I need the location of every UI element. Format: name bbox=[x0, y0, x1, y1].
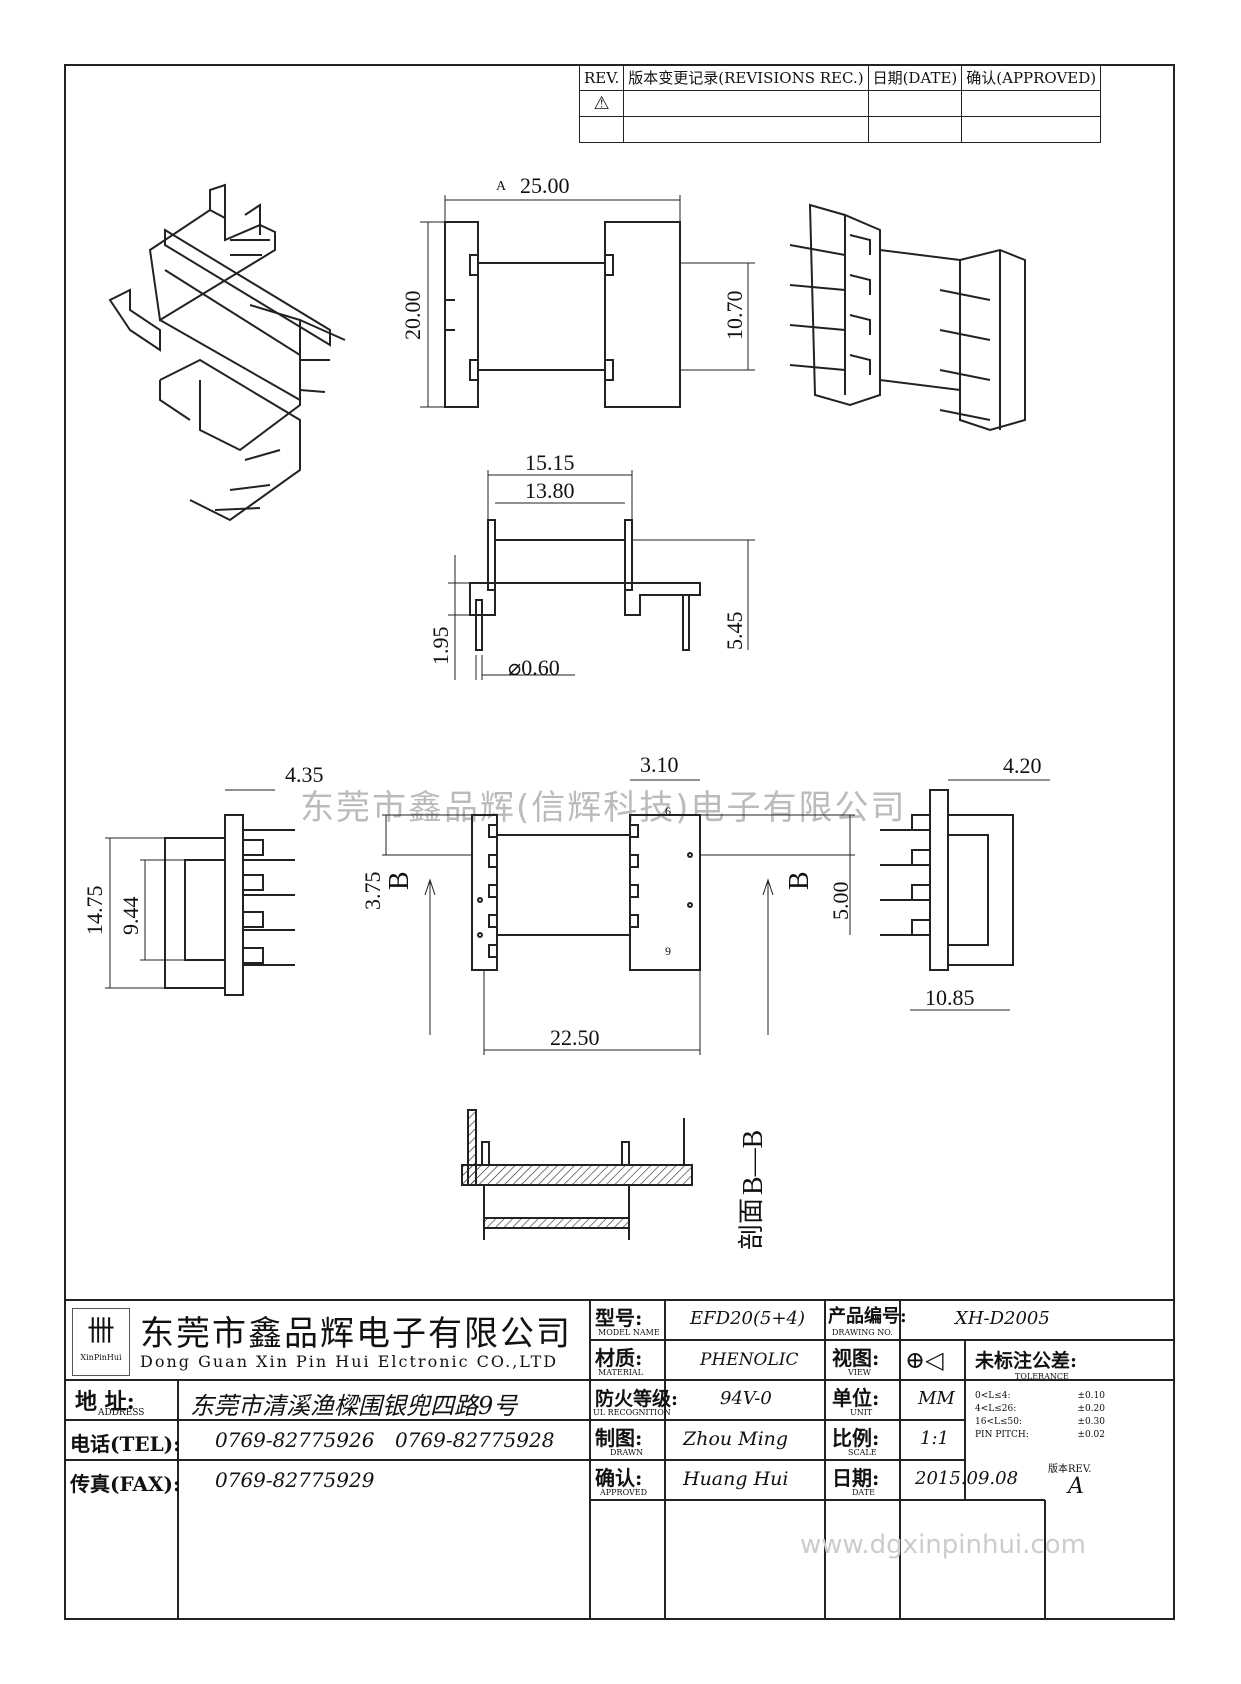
isometric-view-right bbox=[789, 203, 1026, 432]
watermark: 东莞市鑫品辉(信辉科技)电子有限公司 bbox=[300, 788, 907, 828]
ul-label: 防火等级: bbox=[595, 1388, 679, 1410]
date-label: 日期: bbox=[832, 1466, 880, 1490]
drawn-value: Zhou Ming bbox=[683, 1428, 789, 1450]
view-label-en: VIEW bbox=[848, 1368, 871, 1377]
dim-o: 22.50 bbox=[550, 1025, 600, 1050]
logo-glyph-icon: 卌 bbox=[86, 1314, 115, 1347]
scale-label-en: SCALE bbox=[848, 1448, 877, 1457]
section-mark-right: B bbox=[784, 871, 815, 890]
section-caption: 剖面 bbox=[737, 1198, 766, 1250]
revision-header-row: REV. 版本变更记录(REVISIONS REC.) 日期(DATE) 确认(… bbox=[578, 64, 1102, 91]
tolerance-list: 0<L≤4:±0.10 4<L≤26:±0.20 16<L≤50:±0.30 P… bbox=[975, 1390, 1105, 1442]
section-mark-left: B bbox=[384, 871, 415, 890]
dim-n: 5.00 bbox=[828, 882, 853, 921]
fax-value: 0769-82775929 bbox=[215, 1468, 375, 1492]
dim-l2: 10.85 bbox=[925, 985, 975, 1010]
address-value: 东莞市清溪渔樑围银兜四路9号 bbox=[190, 1392, 518, 1420]
date-label-en: DATE bbox=[852, 1488, 875, 1497]
pin-number-bottom: 9 bbox=[665, 944, 671, 958]
material-label-en: MATERIAL bbox=[598, 1368, 643, 1377]
dim-e: 13.80 bbox=[525, 478, 575, 503]
watermark-url: www.dgxinpinhui.com bbox=[800, 1530, 1086, 1560]
material-value: PHENOLIC bbox=[700, 1350, 799, 1370]
dim-p: 3.75 bbox=[360, 872, 385, 911]
model-label: 型号: bbox=[595, 1306, 643, 1330]
revision-row bbox=[578, 116, 1102, 143]
company-logo: 卌 XinPinHui bbox=[72, 1308, 130, 1376]
unit-value: MM bbox=[918, 1388, 955, 1409]
dim-g: ⌀0.60 bbox=[508, 655, 560, 680]
scale-label: 比例: bbox=[832, 1426, 880, 1450]
drawing-no-value: XH-D2005 bbox=[955, 1308, 1050, 1329]
tolerance-label-en: TOLERANCE bbox=[1015, 1372, 1069, 1381]
bottom-view bbox=[382, 779, 855, 1055]
tel-label: 电话(TEL): bbox=[70, 1432, 181, 1456]
tolerance-row: 0<L≤4:±0.10 bbox=[975, 1391, 1105, 1401]
tolerance-row: PIN PITCH:±0.02 bbox=[975, 1430, 1105, 1440]
top-view bbox=[420, 195, 755, 408]
rev-label: 版本REV. bbox=[1048, 1464, 1092, 1475]
dim-f: 1.95 bbox=[428, 627, 453, 666]
approved-value: Huang Hui bbox=[683, 1468, 789, 1490]
tolerance-row: 16<L≤50:±0.30 bbox=[975, 1417, 1105, 1427]
projection-symbol-icon: ⊕◁ bbox=[905, 1346, 944, 1374]
revisions-header: 版本变更记录(REVISIONS REC.) bbox=[623, 64, 869, 91]
rev-value: A bbox=[1068, 1474, 1084, 1499]
dim-i: 4.35 bbox=[285, 762, 324, 787]
tel-1: 0769-82775926 bbox=[215, 1428, 375, 1452]
dim-d: 15.15 bbox=[525, 450, 575, 475]
tolerance-label: 未标注公差: bbox=[975, 1350, 1078, 1372]
tel-2: 0769-82775928 bbox=[395, 1428, 555, 1452]
unit-label: 单位: bbox=[832, 1386, 880, 1410]
logo-text: XinPinHui bbox=[80, 1353, 122, 1362]
drawing-no-label-en: DRAWING NO. bbox=[832, 1328, 893, 1337]
dim-h: 5.45 bbox=[722, 612, 747, 651]
side-view bbox=[448, 470, 755, 680]
pin-number-top: 6 bbox=[665, 804, 671, 818]
address-label: 地 址: bbox=[75, 1389, 135, 1415]
drawing-no-label: 产品编号: bbox=[828, 1306, 907, 1327]
unit-label-en: UNIT bbox=[850, 1408, 873, 1417]
ul-value: 94V-0 bbox=[720, 1388, 772, 1409]
scale-value: 1:1 bbox=[920, 1428, 949, 1449]
material-label: 材质: bbox=[595, 1346, 643, 1370]
dim-k: 9.44 bbox=[118, 897, 143, 936]
dim-c: 10.70 bbox=[722, 291, 747, 341]
model-label-en: MODEL NAME bbox=[598, 1328, 660, 1337]
isometric-view-left bbox=[108, 183, 346, 522]
dim-m: 3.10 bbox=[640, 752, 679, 777]
right-end-view bbox=[880, 779, 1050, 1011]
dim-letter-a: A bbox=[496, 179, 507, 194]
revision-table: REV. 版本变更记录(REVISIONS REC.) 日期(DATE) 确认(… bbox=[578, 64, 1102, 143]
section-title: B—B bbox=[738, 1130, 769, 1195]
company-name-cn: 东莞市鑫品辉电子有限公司 bbox=[140, 1314, 572, 1354]
dim-a: 25.00 bbox=[520, 173, 570, 198]
company-name-en: Dong Guan Xin Pin Hui Elctronic CO.,LTD bbox=[140, 1352, 559, 1371]
tolerance-row: 4<L≤26:±0.20 bbox=[975, 1404, 1105, 1414]
drawn-label: 制图: bbox=[595, 1426, 643, 1450]
section-b-b bbox=[461, 1109, 693, 1240]
fax-label: 传真(FAX): bbox=[70, 1472, 181, 1496]
date-value: 2015.09.08 bbox=[915, 1468, 1019, 1489]
dim-j: 14.75 bbox=[82, 886, 107, 936]
left-end-view bbox=[105, 789, 295, 996]
title-block-frame bbox=[64, 1299, 1175, 1620]
view-label: 视图: bbox=[832, 1346, 880, 1370]
model-value: EFD20(5+4) bbox=[690, 1308, 805, 1329]
address-label-en: ADDRESS bbox=[98, 1408, 145, 1418]
dim-l: 4.20 bbox=[1003, 753, 1042, 778]
approved-label: 确认: bbox=[595, 1466, 643, 1490]
dim-b: 20.00 bbox=[400, 291, 425, 341]
ul-label-en: UL RECOGNITION bbox=[593, 1408, 671, 1417]
drawn-label-en: DRAWN bbox=[610, 1448, 644, 1457]
approved-label-en: APPROVED bbox=[600, 1488, 648, 1497]
